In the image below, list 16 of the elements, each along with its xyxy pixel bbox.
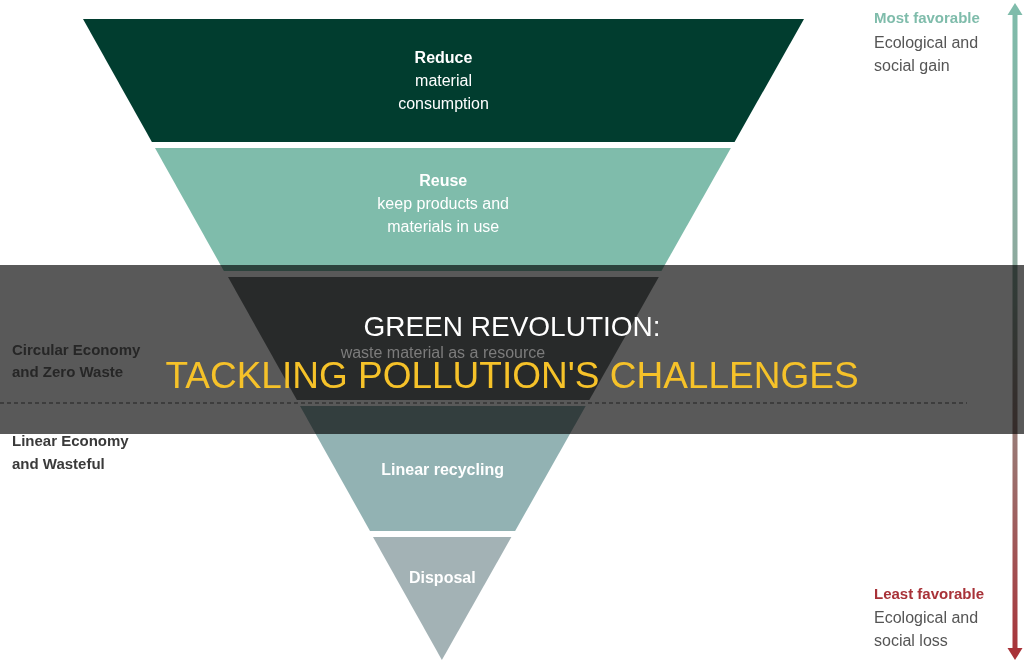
- scale-description: Ecological and social loss: [874, 608, 980, 651]
- banner-title: GREEN REVOLUTION:: [363, 313, 661, 341]
- tier-description: material consumption: [397, 71, 490, 114]
- tier-title: Reduce: [414, 48, 473, 68]
- scale-end-label: Least favorable: [874, 584, 985, 604]
- tier-title: Linear recycling: [381, 460, 504, 480]
- zone-label: Linear Economy and Wasteful: [12, 431, 130, 474]
- pyramid-tier: [155, 148, 732, 271]
- tier-title: Disposal: [408, 568, 476, 588]
- tier-title: Reuse: [419, 171, 468, 191]
- pyramid-tier: [299, 406, 586, 531]
- pyramid-tier: [373, 537, 512, 660]
- scale-description: Ecological and social gain: [874, 33, 980, 76]
- tier-description: keep products and materials in use: [376, 194, 510, 237]
- scale-end-label: Most favorable: [874, 8, 980, 28]
- pyramid-tier: [83, 19, 804, 142]
